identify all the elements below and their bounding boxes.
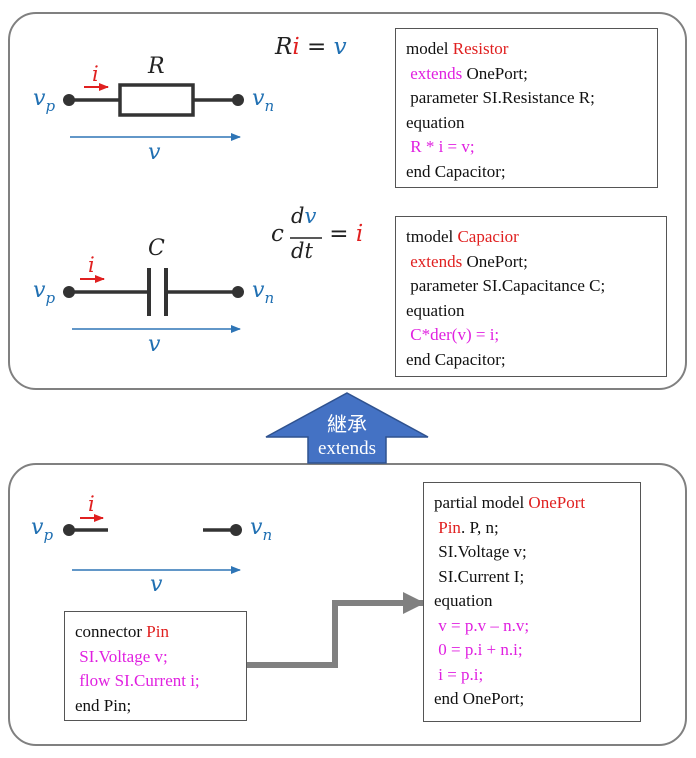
model-name: Capacior xyxy=(457,227,519,246)
capacitor-code-box: tmodel Capacior extends OnePort; paramet… xyxy=(395,216,667,377)
node-n-sub: n xyxy=(262,526,273,544)
resistor-current-label: i xyxy=(92,62,99,86)
extends-keyword: extends xyxy=(406,63,463,83)
code-line: extends OnePort; xyxy=(406,62,647,87)
cap-eq-c: c xyxy=(271,221,284,247)
eq-i: i xyxy=(292,34,300,60)
resistor-label: R xyxy=(148,54,165,79)
code-keyword: partial model xyxy=(434,493,529,512)
code-line: end Pin; xyxy=(75,695,132,715)
code-line: v = p.v – n.v; xyxy=(434,615,530,635)
oneport-node-p-label: vp xyxy=(31,515,53,544)
node-p-sub: p xyxy=(43,526,54,544)
code-line: equation xyxy=(434,591,493,610)
code-keyword: model xyxy=(406,39,453,58)
eq-v: v xyxy=(333,34,347,60)
code-line: SI.Current I; xyxy=(434,566,525,586)
code-text: . P, n; xyxy=(460,517,499,537)
code-line: end Capacitor; xyxy=(406,349,506,369)
code-line: tmodel Capacior xyxy=(406,225,656,250)
oneport-current-label: i xyxy=(88,492,95,516)
capacitor-voltage-label: v xyxy=(148,332,161,357)
code-line: parameter SI.Capacitance C; xyxy=(406,276,606,295)
connector-name: Pin xyxy=(146,622,169,641)
inherit-arrow-shape xyxy=(265,392,429,464)
capacitor-node-n xyxy=(232,286,244,298)
cap-eq-numerator: dv xyxy=(291,204,316,228)
oneport-diagram xyxy=(63,514,242,574)
inherit-label: extends xyxy=(317,438,377,459)
resistor-diagram xyxy=(63,83,244,141)
eq-v: v xyxy=(304,204,317,228)
inherit-kanji: 継承 xyxy=(327,412,367,436)
pin-type: Pin xyxy=(434,517,461,537)
node-n-v: v xyxy=(250,515,263,540)
resistor-equation: Ri = v xyxy=(275,34,347,60)
capacitor-current-label: i xyxy=(88,253,95,277)
capacitor-label: C xyxy=(148,236,165,261)
code-line: connector Pin xyxy=(75,620,236,645)
code-text: OnePort; xyxy=(462,251,528,271)
capacitor-node-p-label: vp xyxy=(33,278,55,307)
code-line: i = p.i; xyxy=(434,664,484,684)
code-line: equation xyxy=(406,112,465,132)
resistor-voltage-label: v xyxy=(148,140,161,165)
eq-i: i xyxy=(355,221,364,247)
code-line: extends OnePort; xyxy=(406,250,656,275)
code-line: parameter SI.Resistance R; xyxy=(406,88,595,107)
code-keyword: tmodel xyxy=(406,227,458,246)
oneport-voltage-label: v xyxy=(150,572,163,597)
code-line: partial model OnePort xyxy=(434,491,630,516)
node-n-v: v xyxy=(252,278,265,303)
code-line: Pin. P, n; xyxy=(434,516,630,541)
model-name: OnePort xyxy=(528,493,586,512)
cap-eq-denominator: dt xyxy=(291,239,313,263)
resistor-symbol xyxy=(118,83,195,117)
eq-equals: = xyxy=(299,34,334,60)
eq-R: R xyxy=(275,34,293,60)
model-name: Resistor xyxy=(452,39,509,58)
resistor-node-p-label: vp xyxy=(33,86,55,115)
code-line: C*der(v) = i; xyxy=(406,325,500,344)
pin-code-box: connector Pin SI.Voltage v; flow SI.Curr… xyxy=(64,611,247,721)
node-n-v: v xyxy=(252,86,265,111)
code-line: 0 = p.i + n.i; xyxy=(434,640,523,659)
code-text: OnePort; xyxy=(462,63,528,83)
eq-equals: = xyxy=(322,221,356,247)
eq-d: d xyxy=(291,204,305,228)
oneport-code-box: partial model OnePort Pin. P, n; SI.Volt… xyxy=(423,482,641,722)
code-line: equation xyxy=(406,300,465,320)
node-n-sub: n xyxy=(264,289,275,307)
resistor-code-box: model Resistor extends OnePort; paramete… xyxy=(395,28,658,188)
code-line: end OnePort; xyxy=(434,689,525,708)
resistor-node-n xyxy=(232,94,244,106)
code-line: model Resistor xyxy=(406,37,647,62)
node-p-sub: p xyxy=(45,289,56,307)
code-line: flow SI.Current i; xyxy=(75,671,200,690)
code-keyword: connector xyxy=(75,622,147,641)
node-p-sub: p xyxy=(45,97,56,115)
oneport-node-n xyxy=(230,524,242,536)
node-p-v: v xyxy=(33,278,46,303)
resistor-node-n-label: vn xyxy=(252,86,274,115)
code-line: R * i = v; xyxy=(406,137,475,156)
capacitor-diagram xyxy=(63,268,244,333)
cap-eq-rhs: = i xyxy=(322,221,363,247)
extends-keyword: extends xyxy=(406,251,463,271)
oneport-node-n-label: vn xyxy=(250,515,272,544)
code-line: SI.Voltage v; xyxy=(434,542,527,561)
capacitor-node-n-label: vn xyxy=(252,278,274,307)
node-n-sub: n xyxy=(264,97,275,115)
code-line: end Capacitor; xyxy=(406,161,506,181)
node-p-v: v xyxy=(33,86,46,111)
node-p-v: v xyxy=(31,515,44,540)
code-line: SI.Voltage v; xyxy=(75,646,168,666)
pin-to-oneport-arrow xyxy=(247,592,425,668)
